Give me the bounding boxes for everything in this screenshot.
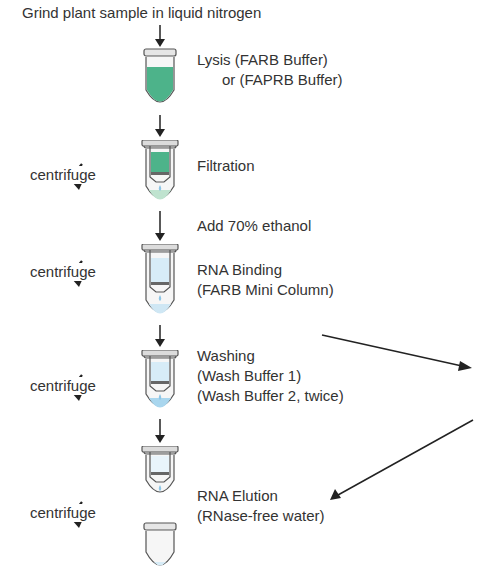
step-title: Lysis (FARB Buffer): [197, 50, 343, 70]
step-tube: RNA Elution(RNase-free water): [140, 446, 329, 502]
step-arrow: [155, 325, 165, 347]
step-arrow: [155, 211, 165, 241]
step-arrow: [155, 115, 165, 137]
step-title: RNA Binding: [197, 260, 334, 280]
step-text: RNA Binding(FARB Mini Column): [197, 260, 334, 300]
step-tube: RNA Binding(FARB Mini Column): [140, 244, 338, 322]
tube-icon: [140, 48, 180, 114]
step-text: RNA Elution(RNase-free water): [197, 486, 325, 526]
tube-icon: [140, 244, 180, 324]
step-tube: Washing(Wash Buffer 1)(Wash Buffer 2, tw…: [140, 350, 348, 416]
centrifuge-label: centrifuge: [30, 504, 96, 522]
step-text: Washing(Wash Buffer 1)(Wash Buffer 2, tw…: [197, 346, 344, 406]
step-detail: (RNase-free water): [197, 506, 325, 526]
step-detail: (FARB Mini Column): [197, 280, 334, 300]
centrifuge-label: centrifuge: [30, 263, 96, 281]
step-arrow: [155, 419, 165, 443]
step-tube: Lysis (FARB Buffer)or (FAPRB Buffer): [140, 48, 347, 112]
tube-icon: [140, 350, 180, 418]
tube-icon: [140, 140, 180, 210]
step-title: Filtration: [197, 156, 255, 176]
step-detail: (Wash Buffer 2, twice): [197, 386, 344, 406]
edge-label: Add 70% ethanol: [197, 217, 311, 235]
centrifuge-label: centrifuge: [30, 377, 96, 395]
centrifuge-label: centrifuge: [30, 166, 96, 184]
tube-icon: [140, 446, 180, 504]
step-text: Lysis (FARB Buffer)or (FAPRB Buffer): [197, 50, 343, 90]
step-title: Washing: [197, 346, 344, 366]
step-tube: Filtration: [140, 140, 259, 208]
step-detail: or (FAPRB Buffer): [222, 70, 343, 90]
step-text: Filtration: [197, 156, 255, 176]
step-detail: (Wash Buffer 1): [197, 366, 344, 386]
step-title: RNA Elution: [197, 486, 325, 506]
start-note: Grind plant sample in liquid nitrogen: [22, 4, 261, 22]
